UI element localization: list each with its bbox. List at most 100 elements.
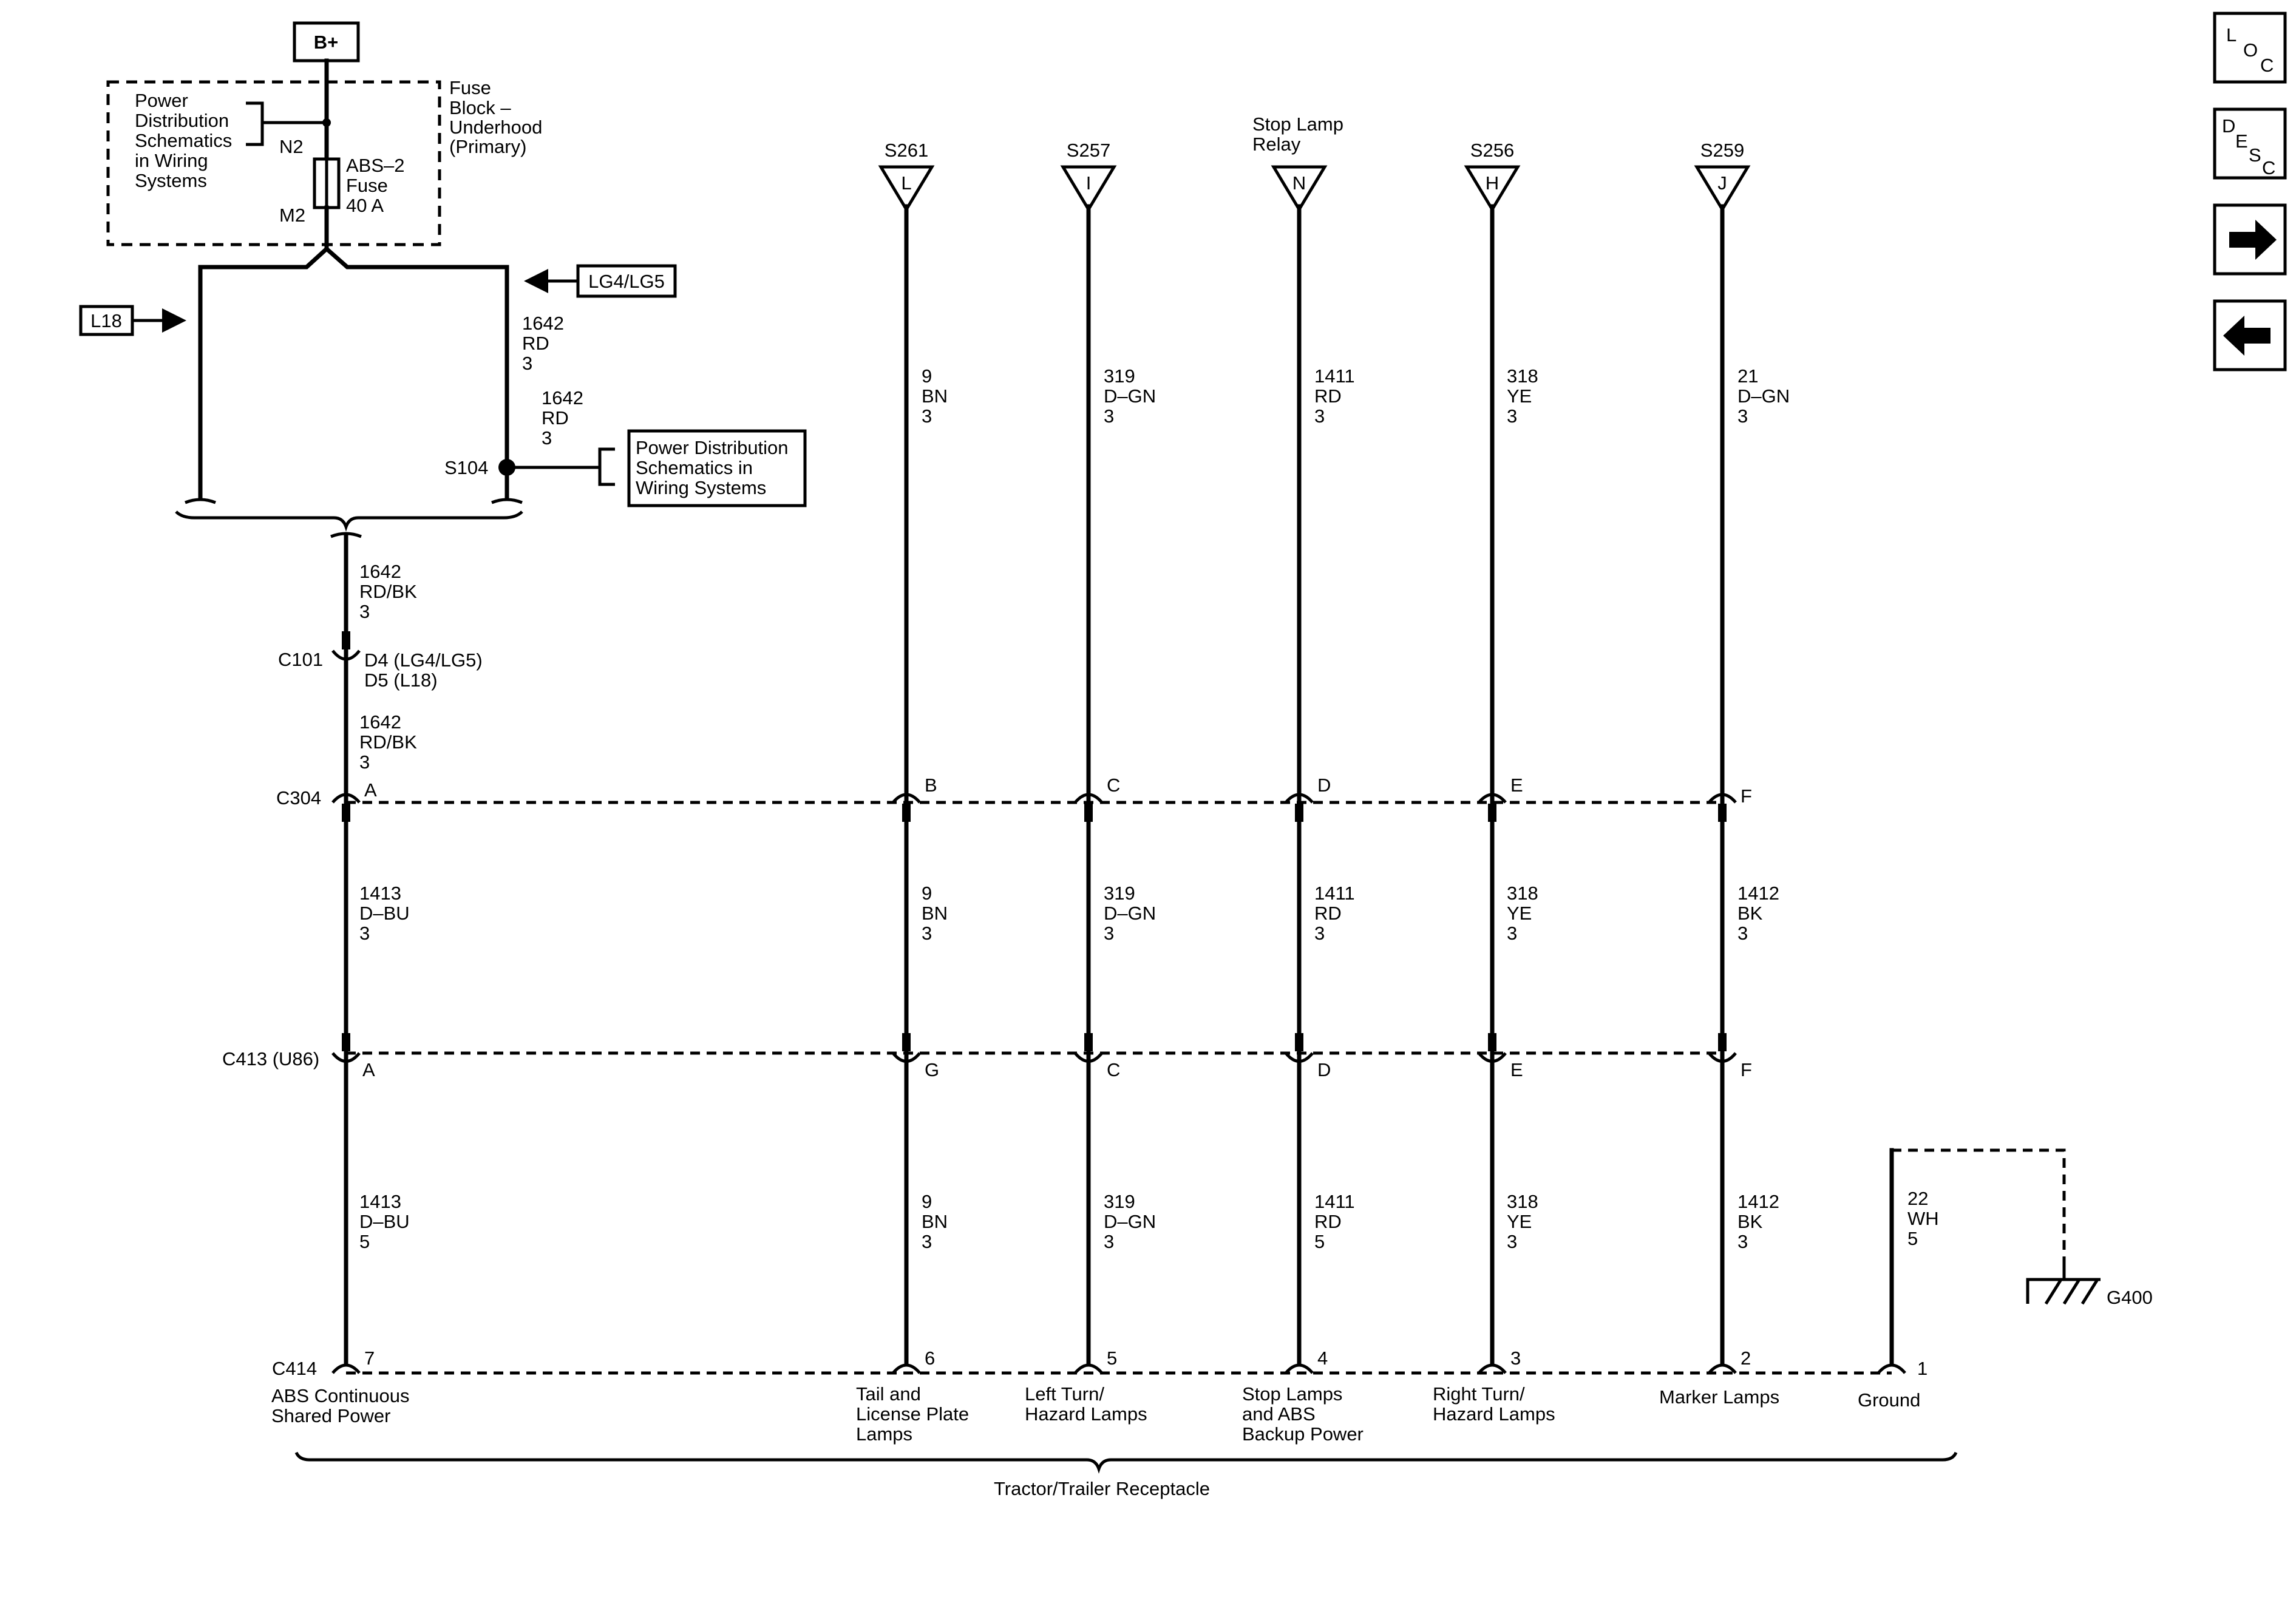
- battery-positive-box: B+: [293, 21, 360, 63]
- svg-text:Block –: Block –: [449, 97, 511, 118]
- svg-text:319: 319: [1104, 1191, 1135, 1212]
- svg-text:Systems: Systems: [135, 170, 207, 191]
- pin-m2: M2: [279, 205, 305, 226]
- connector-c101: C101 D4 (LG4/LG5) D5 (L18): [278, 631, 483, 691]
- svg-text:3: 3: [1314, 923, 1325, 944]
- svg-text:Hazard Lamps: Hazard Lamps: [1025, 1403, 1147, 1425]
- power-distribution-ref-box: Power Distribution Schematics in Wiring …: [627, 429, 807, 507]
- mid-wire-labels: 1413 D–BU 3 9 BN 3 319 D–GN 3 1411 RD 3 …: [359, 883, 1779, 944]
- svg-text:RD: RD: [1314, 903, 1342, 924]
- svg-text:A: A: [362, 1059, 375, 1080]
- svg-text:D–GN: D–GN: [1737, 385, 1790, 407]
- svg-text:S104: S104: [444, 457, 488, 478]
- loc-button[interactable]: L O C: [2213, 12, 2287, 84]
- svg-text:3: 3: [359, 751, 370, 773]
- wire-label-1642-rdbk-b: 1642 RD/BK 3: [359, 711, 417, 773]
- svg-text:BN: BN: [922, 903, 948, 924]
- svg-text:WH: WH: [1907, 1208, 1939, 1229]
- svg-text:D4 (LG4/LG5): D4 (LG4/LG5): [364, 649, 483, 671]
- svg-text:RD: RD: [522, 333, 549, 354]
- svg-text:Hazard Lamps: Hazard Lamps: [1433, 1403, 1555, 1425]
- svg-text:F: F: [1741, 1059, 1752, 1080]
- svg-text:2: 2: [1741, 1348, 1751, 1369]
- svg-text:3: 3: [922, 1231, 932, 1252]
- receptacle-brace: [294, 1451, 1958, 1474]
- svg-text:E: E: [1510, 1059, 1523, 1080]
- connector-triangles: L I N H J: [878, 165, 1751, 212]
- option-l18-box: L18: [79, 305, 186, 336]
- svg-text:Tail and: Tail and: [856, 1383, 921, 1405]
- svg-text:RD: RD: [542, 407, 569, 429]
- wire-label-1642-rdbk-a: 1642 RD/BK 3: [359, 561, 417, 622]
- connector-c413: C413 (U86) A G C D E F: [222, 1033, 1752, 1080]
- battery-label: B+: [314, 32, 339, 53]
- svg-text:Schematics in: Schematics in: [636, 457, 753, 478]
- svg-text:40 A: 40 A: [346, 195, 384, 216]
- svg-text:318: 318: [1507, 365, 1538, 387]
- svg-text:Wiring Systems: Wiring Systems: [636, 477, 766, 498]
- svg-text:Fuse: Fuse: [346, 175, 388, 196]
- svg-text:YE: YE: [1507, 903, 1532, 924]
- svg-text:in Wiring: in Wiring: [135, 150, 208, 171]
- svg-text:3: 3: [1104, 923, 1114, 944]
- svg-text:5: 5: [1107, 1348, 1117, 1369]
- svg-text:I: I: [1086, 172, 1092, 194]
- svg-text:1411: 1411: [1314, 1191, 1355, 1212]
- wire-end-below-brace: [330, 532, 362, 538]
- svg-text:3: 3: [522, 353, 532, 374]
- svg-text:A: A: [364, 779, 377, 801]
- svg-text:1411: 1411: [1314, 883, 1355, 904]
- fuse-block-outline: [106, 80, 441, 246]
- wire-label-1642-b: 1642 RD 3: [542, 387, 583, 449]
- svg-text:E: E: [2235, 131, 2248, 152]
- svg-text:3: 3: [359, 923, 370, 944]
- receptacle-label: Tractor/Trailer Receptacle: [994, 1478, 1210, 1499]
- svg-text:RD: RD: [1314, 385, 1342, 407]
- svg-text:D–BU: D–BU: [359, 1211, 410, 1232]
- lg4-branch-wire: [324, 246, 509, 500]
- svg-text:E: E: [1510, 775, 1523, 796]
- svg-text:3: 3: [1104, 1231, 1114, 1252]
- svg-text:3: 3: [922, 405, 932, 427]
- svg-text:3: 3: [1507, 923, 1517, 944]
- svg-text:9: 9: [922, 1191, 932, 1212]
- svg-text:D–GN: D–GN: [1104, 385, 1156, 407]
- stop-lamp-relay-label: Stop Lamp Relay: [1252, 114, 1343, 155]
- ground-g400-label: G400: [2107, 1287, 2153, 1308]
- svg-text:Ground: Ground: [1858, 1389, 1920, 1411]
- low-wire-labels: 1413 D–BU 5 9 BN 3 319 D–GN 3 1411 RD 5 …: [359, 1188, 1939, 1252]
- svg-text:BN: BN: [922, 1211, 948, 1232]
- svg-text:O: O: [2243, 39, 2258, 61]
- splice-s104: S104: [444, 447, 615, 486]
- svg-text:L18: L18: [90, 310, 122, 331]
- svg-text:3: 3: [922, 923, 932, 944]
- next-page-button[interactable]: [2213, 203, 2287, 276]
- power-distribution-ref-top: Power Distribution Schematics in Wiring …: [135, 90, 331, 191]
- svg-text:G: G: [925, 1059, 939, 1080]
- svg-text:Stop Lamps: Stop Lamps: [1242, 1383, 1342, 1405]
- svg-text:BK: BK: [1737, 1211, 1763, 1232]
- desc-button[interactable]: D E S C: [2213, 107, 2287, 180]
- svg-text:YE: YE: [1507, 385, 1532, 407]
- svg-text:Power Distribution: Power Distribution: [636, 437, 789, 458]
- svg-text:RD/BK: RD/BK: [359, 731, 417, 753]
- svg-text:RD/BK: RD/BK: [359, 581, 417, 602]
- upper-wire-labels: 9 BN 3 319 D–GN 3 1411 RD 3 318 YE 3 21 …: [922, 365, 1790, 427]
- svg-text:Lamps: Lamps: [856, 1423, 912, 1445]
- arrow-right-icon: [2229, 220, 2277, 260]
- svg-text:H: H: [1486, 172, 1499, 194]
- svg-text:3: 3: [1737, 1231, 1748, 1252]
- connector-c414: C414 7 6 5 4 3 2 1: [272, 1348, 1927, 1379]
- harness-brace: [175, 510, 523, 532]
- svg-text:C: C: [1107, 1059, 1120, 1080]
- svg-text:D: D: [1317, 1059, 1331, 1080]
- pin-n2: N2: [279, 136, 304, 157]
- splice-labels: S261 S257 S256 S259: [885, 140, 1744, 161]
- svg-text:Schematics: Schematics: [135, 130, 232, 151]
- svg-text:5: 5: [1907, 1228, 1918, 1249]
- prev-page-button[interactable]: [2213, 299, 2287, 371]
- arrow-left-icon: [2223, 316, 2271, 356]
- svg-text:1411: 1411: [1314, 365, 1355, 387]
- svg-text:D–GN: D–GN: [1104, 1211, 1156, 1232]
